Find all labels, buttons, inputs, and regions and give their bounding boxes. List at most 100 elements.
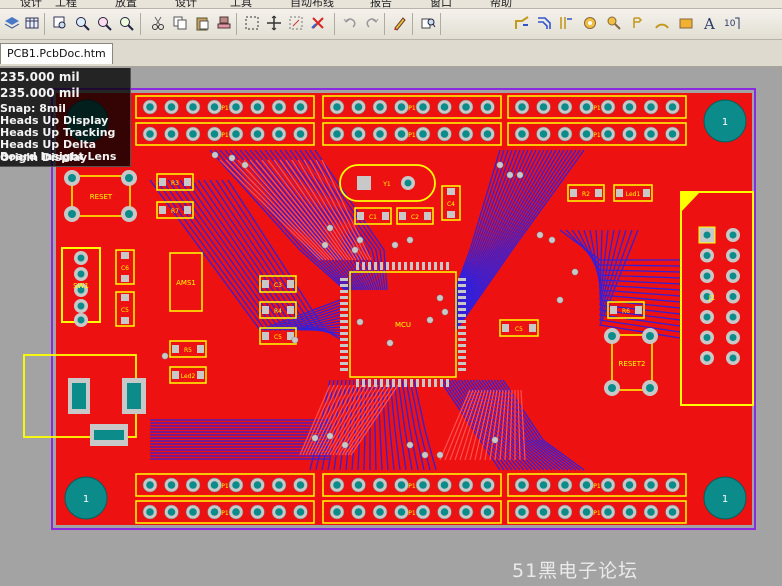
via-9 bbox=[536, 231, 544, 239]
menu-item-5[interactable]: 自动布线 bbox=[290, 0, 334, 9]
move-icon-glyph bbox=[267, 15, 281, 31]
switch-hole-3 bbox=[77, 302, 85, 310]
connector-j1-hole-4 bbox=[729, 252, 737, 259]
paste-icon[interactable] bbox=[192, 13, 212, 33]
header-p5b-outline bbox=[135, 500, 315, 524]
power-jack-slot-1 bbox=[72, 383, 86, 409]
clear-icon[interactable] bbox=[308, 13, 328, 33]
menu-item-6[interactable]: 报告 bbox=[370, 0, 392, 9]
regulator-label: AMS1 bbox=[176, 279, 196, 287]
header-p5b-hole-0 bbox=[146, 508, 154, 516]
place-arc-icon[interactable] bbox=[652, 13, 672, 33]
place-pad-icon[interactable] bbox=[580, 13, 600, 33]
copy-icon[interactable] bbox=[170, 13, 190, 33]
res-r5-pad-1 bbox=[172, 345, 179, 353]
table-icon[interactable] bbox=[22, 13, 42, 33]
mcu-pin-left-1 bbox=[340, 284, 348, 287]
mcu-pin-bottom-12 bbox=[428, 379, 431, 387]
res-r2-outline bbox=[156, 201, 194, 219]
mcu-pin-right-11 bbox=[458, 344, 466, 347]
differential-pair-icon-glyph bbox=[560, 17, 572, 29]
move-icon[interactable] bbox=[264, 13, 284, 33]
via-15 bbox=[426, 316, 434, 324]
place-coordinate-icon-glyph: 10 bbox=[724, 17, 740, 29]
header-p3a-hole-7 bbox=[668, 103, 677, 111]
place-fill-icon[interactable] bbox=[676, 13, 696, 33]
header-p2a-hole-7 bbox=[483, 103, 492, 111]
place-text-icon[interactable]: A bbox=[700, 13, 720, 33]
highlight-icon[interactable] bbox=[390, 13, 410, 33]
undo-icon-glyph bbox=[343, 18, 356, 28]
mcu-pin-left-4 bbox=[340, 302, 348, 305]
mcu-pin-left-7 bbox=[340, 320, 348, 323]
rubber-stamp-icon-glyph bbox=[217, 16, 231, 29]
redo-icon[interactable] bbox=[362, 13, 382, 33]
place-via-icon[interactable] bbox=[604, 13, 624, 33]
res-r4-outline bbox=[259, 301, 297, 319]
header-p5b-hole-7 bbox=[296, 508, 305, 516]
table-icon-glyph bbox=[25, 17, 39, 29]
header-p3a-hole-0 bbox=[518, 103, 526, 111]
mcu-pin-bottom-5 bbox=[386, 379, 389, 387]
cap-c4-pad-1 bbox=[447, 188, 455, 195]
cap-c3-outline bbox=[259, 275, 297, 293]
header-p4a-hole-4 bbox=[232, 103, 240, 111]
res-r3-pad-1 bbox=[159, 178, 166, 186]
mcu-pin-bottom-13 bbox=[434, 379, 437, 387]
header-p2a-hole-2 bbox=[376, 103, 384, 111]
zoom-selected-icon[interactable] bbox=[94, 13, 114, 33]
header-p6b-hole-0 bbox=[333, 508, 341, 516]
heads-up-display: 235.000 mil 235.000 mil Snap: 8mil Heads… bbox=[0, 68, 131, 167]
select-rect-icon[interactable] bbox=[242, 13, 262, 33]
menu-item-3[interactable]: 设计 bbox=[175, 0, 197, 9]
via-27 bbox=[161, 352, 169, 360]
via-22 bbox=[406, 441, 414, 449]
via-1 bbox=[228, 154, 236, 162]
power-jack-slot-3 bbox=[94, 430, 124, 440]
mcu-pin-right-1 bbox=[458, 284, 466, 287]
deselect-icon[interactable] bbox=[286, 13, 306, 33]
header-p5b-hole-2 bbox=[189, 508, 197, 516]
document-tab-bar: PCB1.PcbDoc.htm bbox=[0, 40, 782, 67]
place-string-icon[interactable] bbox=[628, 13, 648, 33]
mcu-pin-bottom-10 bbox=[416, 379, 419, 387]
header-p4b-label: P1 bbox=[221, 132, 229, 139]
differential-pair-icon[interactable] bbox=[556, 13, 576, 33]
connector-j1-hole-5 bbox=[703, 272, 711, 280]
multiple-route-icon[interactable] bbox=[534, 13, 554, 33]
place-coordinate-icon[interactable]: 10 bbox=[722, 13, 742, 33]
layers-icon[interactable] bbox=[2, 13, 22, 33]
header-p2a-hole-5 bbox=[440, 103, 449, 111]
menu-item-7[interactable]: 窗口 bbox=[430, 0, 452, 9]
browse-icon[interactable] bbox=[418, 13, 438, 33]
header-p6a-hole-0 bbox=[333, 481, 341, 489]
via-16 bbox=[356, 318, 364, 326]
menu-item-4[interactable]: 工具 bbox=[230, 0, 252, 9]
led-led1-outline bbox=[613, 184, 653, 202]
connector-j1-hole-8 bbox=[729, 293, 737, 300]
menu-item-1[interactable]: 工程 bbox=[55, 0, 77, 9]
header-p5a-hole-1 bbox=[167, 481, 176, 489]
interactive-route-icon[interactable] bbox=[512, 13, 532, 33]
rubber-stamp-icon[interactable] bbox=[214, 13, 234, 33]
zoom-fit-icon[interactable] bbox=[50, 13, 70, 33]
menu-item-0[interactable]: 设计 bbox=[20, 0, 42, 9]
tab-pcb1-pcbdoc[interactable]: PCB1.PcbDoc.htm bbox=[0, 43, 113, 64]
cut-icon[interactable] bbox=[148, 13, 168, 33]
connector-j1-hole-3 bbox=[703, 252, 711, 259]
mounting-hole-label-3: 1 bbox=[722, 494, 728, 505]
zoom-filter-icon[interactable] bbox=[116, 13, 136, 33]
cap-c5-pad-2 bbox=[287, 332, 294, 340]
header-p7b-hole-1 bbox=[539, 508, 548, 516]
undo-icon[interactable] bbox=[340, 13, 360, 33]
header-p6a-hole-5 bbox=[440, 481, 449, 489]
connector-j1-hole-12 bbox=[729, 334, 737, 341]
led-led2-outline bbox=[169, 366, 207, 384]
pcb-board-view[interactable]: 1111P1P1P1P1P1P1P1P1P1P1P1P1Y1C1C2C4R3R7… bbox=[0, 67, 782, 586]
menu-item-2[interactable]: 放置 bbox=[115, 0, 137, 9]
menu-item-8[interactable]: 帮助 bbox=[490, 0, 512, 9]
mcu-pin-left-13 bbox=[340, 356, 348, 359]
zoom-area-icon[interactable] bbox=[72, 13, 92, 33]
place-arc-icon-glyph bbox=[655, 23, 669, 29]
header-p4a-outline bbox=[135, 95, 315, 119]
